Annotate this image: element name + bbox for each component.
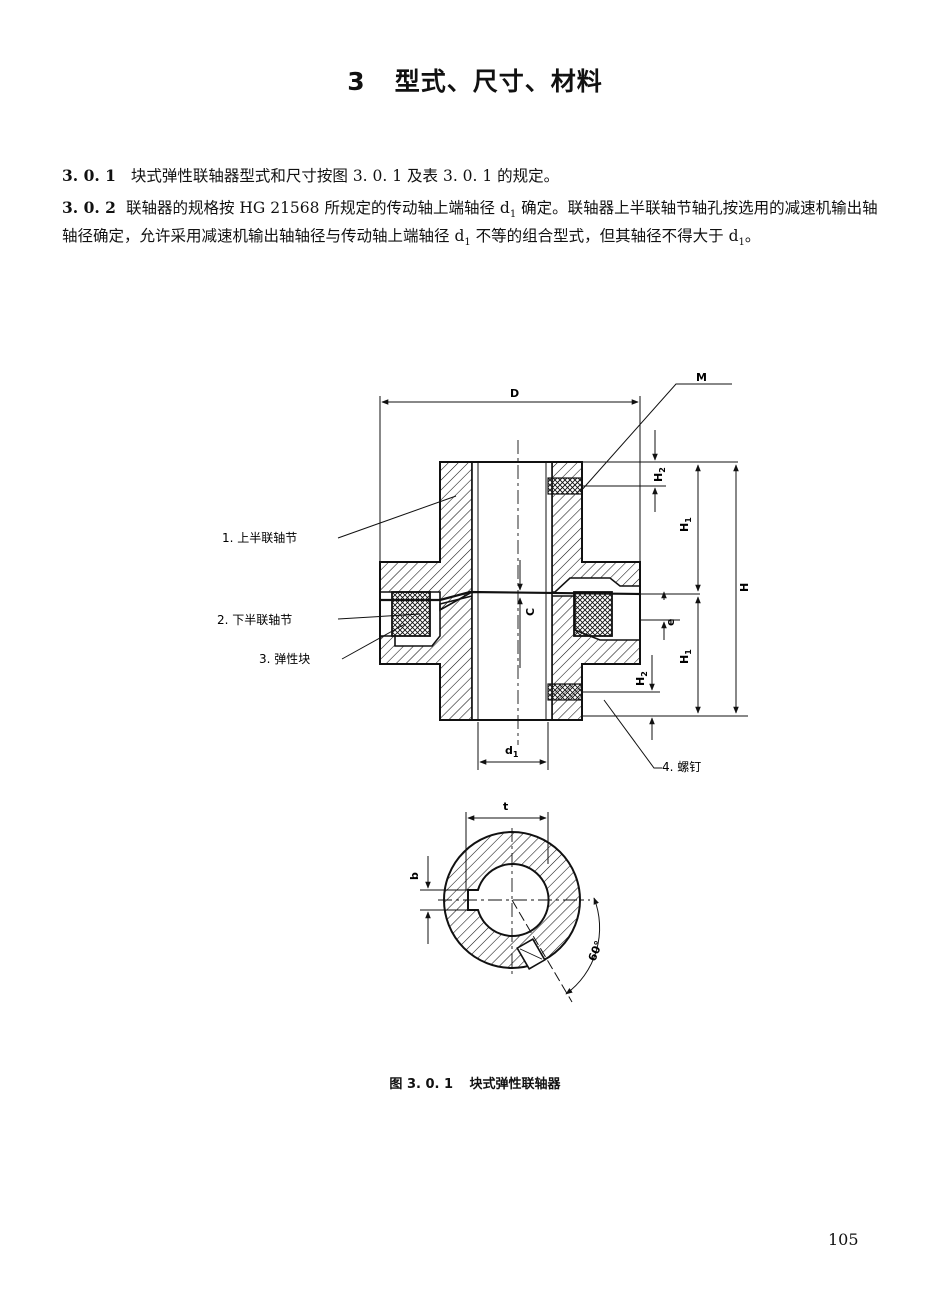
caption-number: 图 3. 0. 1 xyxy=(389,1077,454,1092)
dim-angle-60: 60° xyxy=(586,939,606,963)
figure-caption: 图 3. 0. 1 块式弹性联轴器 xyxy=(0,1073,950,1092)
clause-number: 3. 0. 2 xyxy=(62,198,116,217)
symbol-d1: d1 xyxy=(499,199,517,221)
svg-text:H1: H1 xyxy=(678,517,693,532)
section-title-text: 型式、尺寸、材料 xyxy=(394,67,603,96)
clause-3-0-2: 3. 0. 2 联轴器的规格按 HG 21568 所规定的传动轴上端轴径 d1 确… xyxy=(62,194,892,250)
symbol-d1: d1 xyxy=(728,227,745,249)
shaft-bore xyxy=(471,461,553,721)
clause-text-b: 确定。联轴器上半联轴节轴孔按选用的减速机输出轴轴径确定，允许采用减速机输出轴轴径… xyxy=(62,199,878,245)
clause-text-d: 。 xyxy=(744,227,761,245)
dim-H: H xyxy=(738,583,751,592)
caption-title: 块式弹性联轴器 xyxy=(469,1077,561,1092)
dim-H1-upper: H1 xyxy=(678,517,693,532)
callout-elastic-block: 3. 弹性块 xyxy=(259,652,310,666)
dim-d1: d1 xyxy=(505,744,519,759)
screw-top xyxy=(547,477,583,495)
dim-M: M xyxy=(696,371,707,384)
elastic-block-right xyxy=(573,591,613,637)
dim-H1-lower: H1 xyxy=(678,649,693,664)
clause-text-c: 不等的组合型式，但其轴径不得大于 xyxy=(470,227,729,245)
svg-text:H2: H2 xyxy=(652,467,667,482)
dim-H2-lower: H2 xyxy=(634,671,649,686)
upper-hub-left xyxy=(379,461,473,612)
dim-e: e xyxy=(664,619,677,626)
callout-screw: 4. 螺钉 xyxy=(662,760,701,774)
section-title: 3 型式、尺寸、材料 xyxy=(0,62,950,98)
clause-number: 3. 0. 1 xyxy=(62,166,116,185)
dim-t: t xyxy=(503,800,508,813)
svg-text:H1: H1 xyxy=(678,649,693,664)
dimensions xyxy=(337,383,748,770)
screw-bottom xyxy=(547,683,583,701)
clause-text: 块式弹性联轴器型式和尺寸按图 3. 0. 1 及表 3. 0. 1 的规定。 xyxy=(130,167,560,185)
svg-text:H2: H2 xyxy=(634,671,649,686)
page-number: 105 xyxy=(828,1230,859,1249)
dim-D: D xyxy=(510,387,519,400)
callout-upper-coupling: 1. 上半联轴节 xyxy=(222,530,297,545)
clause-text-a: 联轴器的规格按 HG 21568 所规定的传动轴上端轴径 xyxy=(125,199,500,217)
dim-b: b xyxy=(408,872,421,880)
symbol-d1: d1 xyxy=(454,227,471,249)
section-number: 3 xyxy=(347,67,366,96)
clause-3-0-1: 3. 0. 1 块式弹性联轴器型式和尺寸按图 3. 0. 1 及表 3. 0. … xyxy=(62,162,892,190)
dim-H2-upper: H2 xyxy=(652,467,667,482)
dim-C: C xyxy=(524,608,537,616)
callout-lower-coupling: 2. 下半联轴节 xyxy=(217,612,292,627)
elastic-block-left xyxy=(391,591,431,637)
section-dimensions xyxy=(420,812,601,1003)
